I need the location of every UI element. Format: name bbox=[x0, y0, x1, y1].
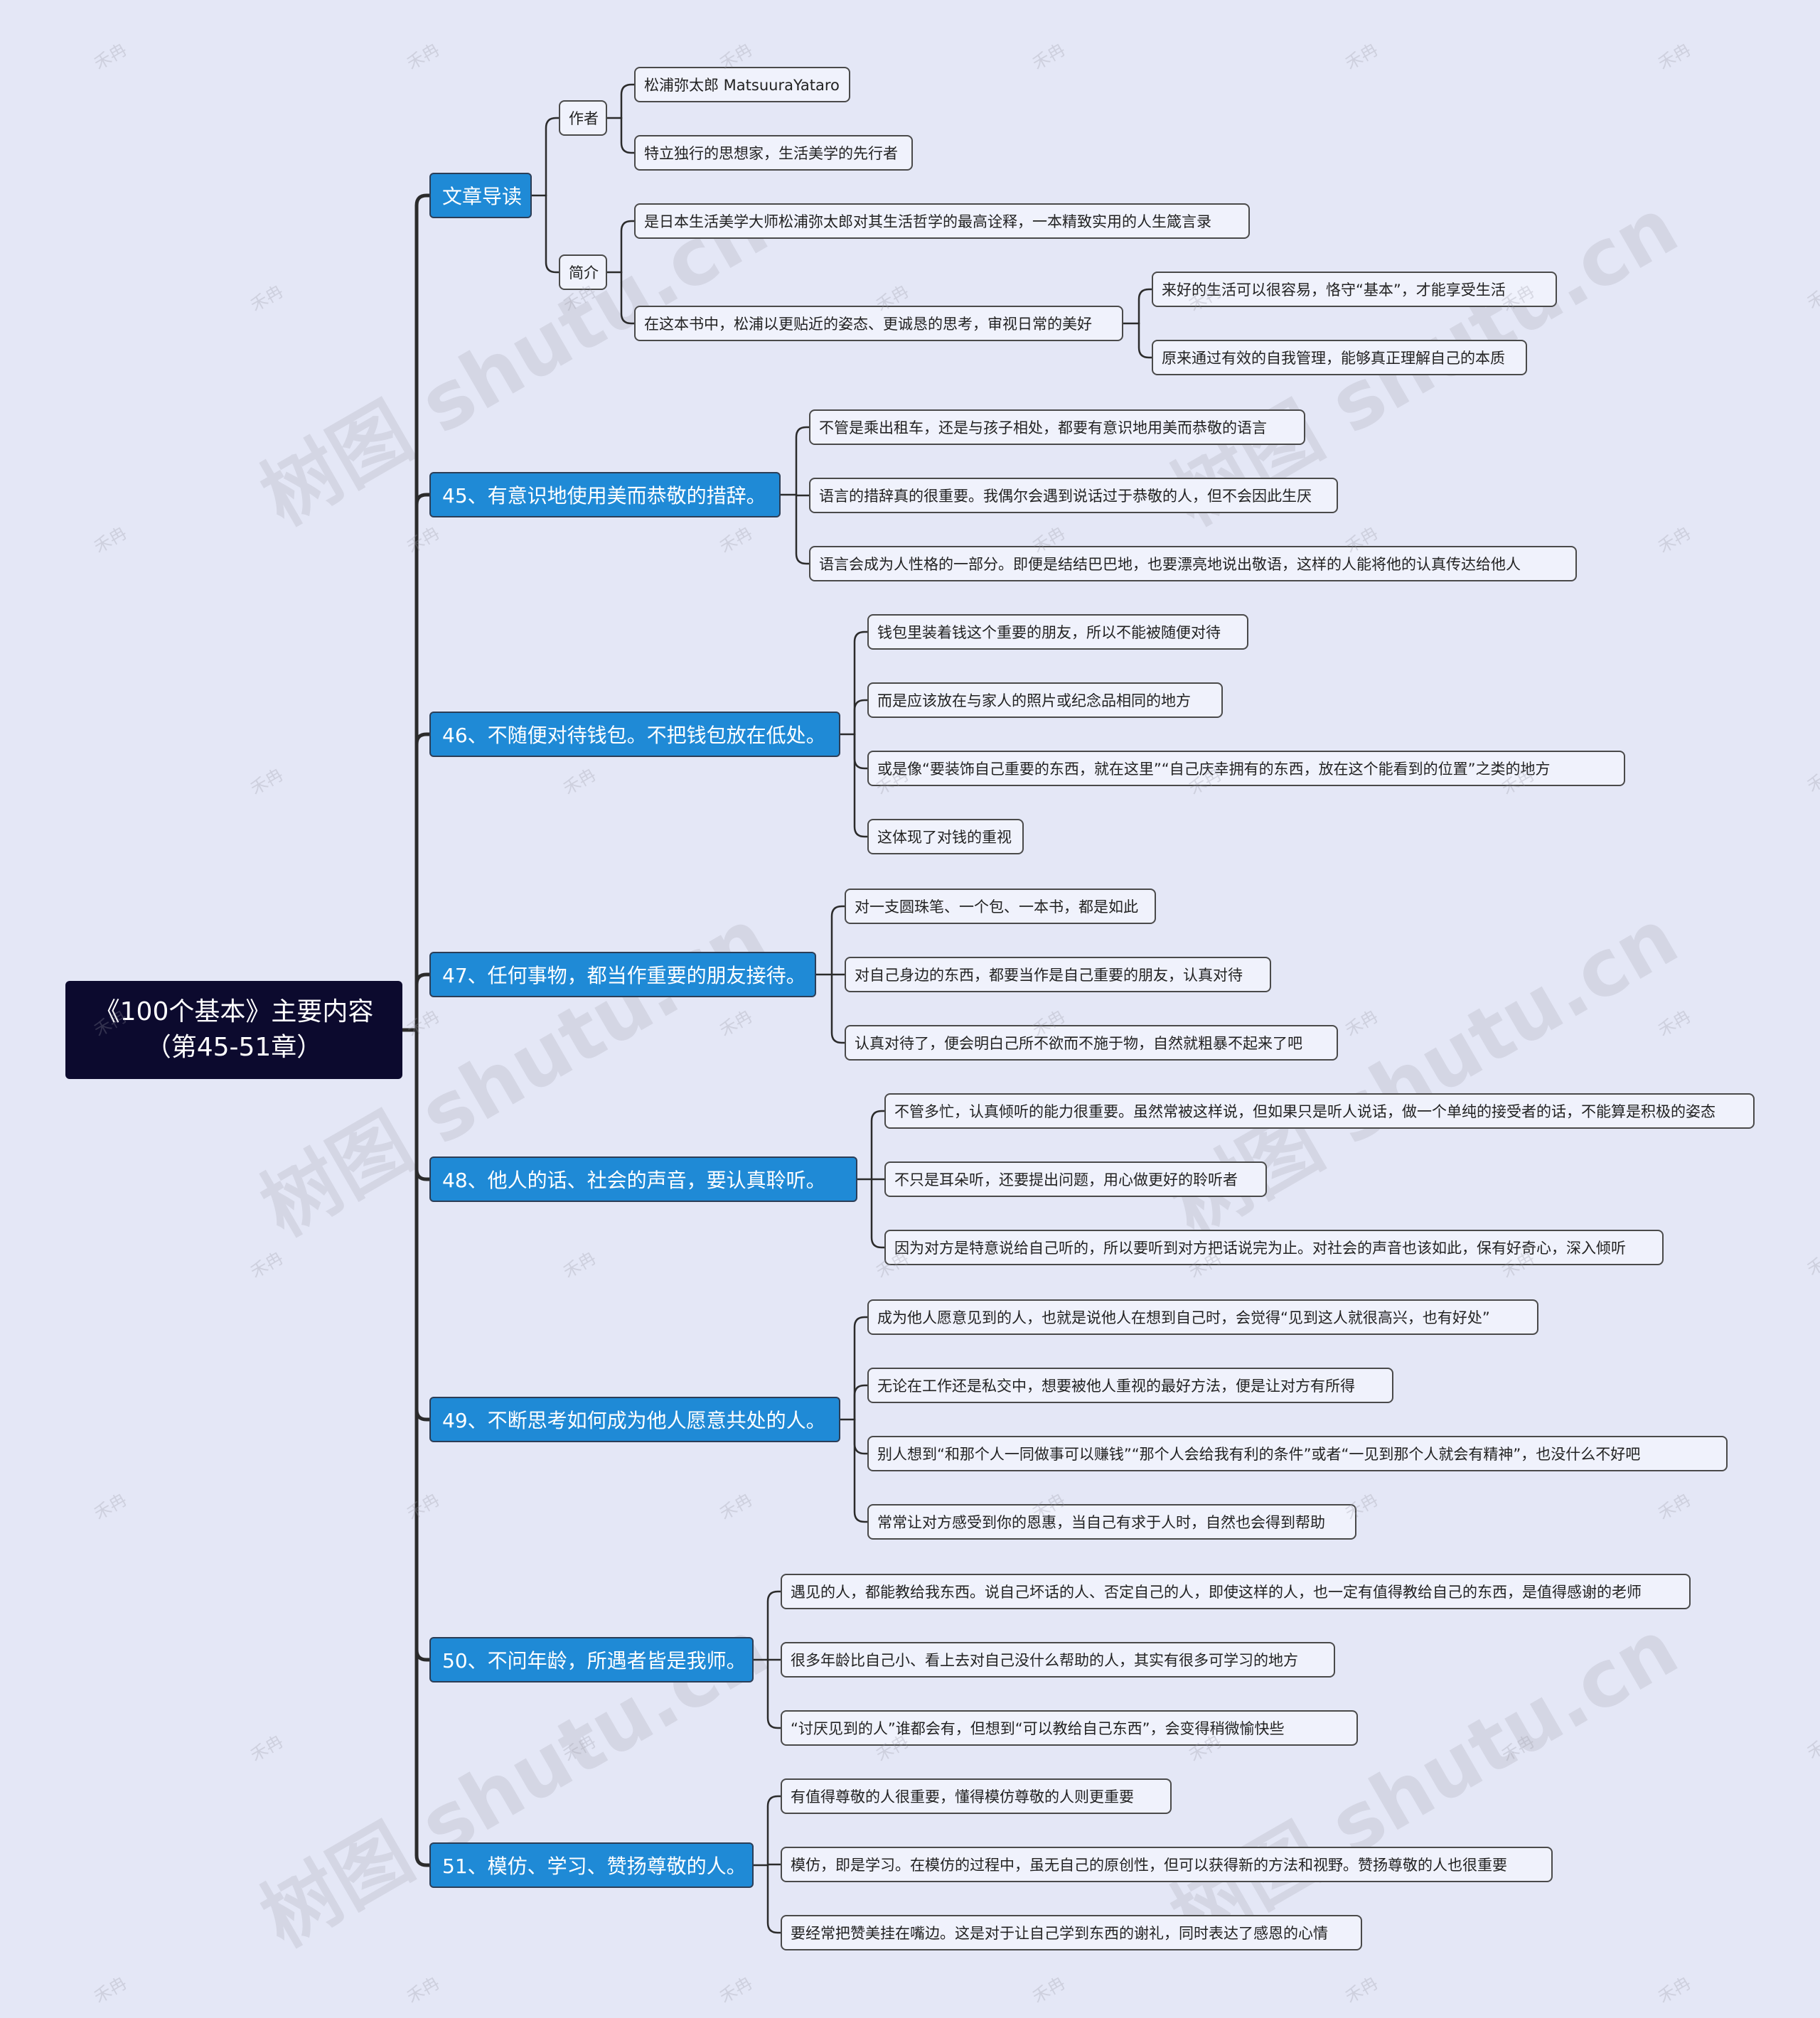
connector-line bbox=[545, 117, 560, 197]
branch-chapter-51[interactable]: 51、模仿、学习、赞扬尊敬的人。 bbox=[429, 1842, 754, 1888]
connector-line bbox=[414, 1028, 432, 1422]
chapter-46-point[interactable]: 这体现了对钱的重视 bbox=[867, 819, 1024, 854]
connector-line bbox=[853, 1384, 869, 1421]
connector-line bbox=[853, 1316, 869, 1421]
connector-line bbox=[853, 699, 869, 736]
summary-item[interactable]: 是日本生活美学大师松浦弥太郎对其生活哲学的最高诠释，一本精致实用的人生箴言录 bbox=[634, 203, 1250, 239]
connector-line bbox=[620, 220, 636, 274]
connector-line bbox=[853, 1418, 869, 1523]
connector-line bbox=[1138, 322, 1153, 359]
connector-line bbox=[545, 194, 560, 274]
chapter-50-point[interactable]: 很多年龄比自己小、看上去对自己没什么帮助的人，其实有很多可学习的地方 bbox=[781, 1642, 1335, 1678]
branch-chapter-48[interactable]: 48、他人的话、社会的声音，要认真聆听。 bbox=[429, 1156, 857, 1202]
chapter-45-point[interactable]: 不管是乘出租车，还是与孩子相处，都要有意识地用美而恭敬的语言 bbox=[809, 409, 1305, 445]
connector-line bbox=[853, 733, 869, 838]
branch-chapter-46[interactable]: 46、不随便对待钱包。不把钱包放在低处。 bbox=[429, 712, 840, 757]
chapter-45-point[interactable]: 语言会成为人性格的一部分。即便是结结巴巴地，也要漂亮地说出敬语，这样的人能将他的… bbox=[809, 546, 1577, 581]
root-title-line2: （第45-51章） bbox=[145, 1033, 323, 1062]
connector-line bbox=[795, 493, 810, 565]
connector-line bbox=[766, 1658, 782, 1729]
chapter-50-point[interactable]: 遇见的人，都能教给我东西。说自己坏话的人、否定自己的人，即使这样的人，也一定有值… bbox=[781, 1574, 1691, 1609]
branch-intro[interactable]: 文章导读 bbox=[429, 173, 532, 218]
connector-line bbox=[414, 732, 432, 1032]
chapter-46-point[interactable]: 钱包里装着钱这个重要的朋友，所以不能被随便对待 bbox=[867, 614, 1248, 650]
connector-line bbox=[853, 1418, 869, 1455]
summary-subitem[interactable]: 来好的生活可以很容易，恪守“基本”，才能享受生活 bbox=[1152, 272, 1557, 307]
connector-line bbox=[620, 117, 636, 154]
chapter-49-point[interactable]: 无论在工作还是私交中，想要被他人重视的最好方法，便是让对方有所得 bbox=[867, 1368, 1393, 1403]
chapter-45-point[interactable]: 语言的措辞真的很重要。我偶尔会遇到说话过于恭敬的人，但不会因此生厌 bbox=[809, 478, 1338, 513]
connector-line bbox=[830, 973, 846, 1044]
connector-line bbox=[853, 733, 869, 770]
branch-chapter-50[interactable]: 50、不问年龄，所遇者皆是我师。 bbox=[429, 1637, 754, 1682]
chapter-46-point[interactable]: 或是像“要装饰自己重要的东西，就在这里”“自己庆幸拥有的东西，放在这个能看到的位… bbox=[867, 751, 1625, 786]
connector-line bbox=[870, 1178, 886, 1249]
connector-line bbox=[414, 1028, 432, 1662]
chapter-47-point[interactable]: 对一支圆珠笔、一个包、一本书，都是如此 bbox=[845, 889, 1156, 924]
chapter-48-point[interactable]: 不管多忙，认真倾听的能力很重要。虽然常被这样说，但如果只是听人说话，做一个单纯的… bbox=[884, 1093, 1755, 1129]
summary-subitem[interactable]: 原来通过有效的自我管理，能够真正理解自己的本质 bbox=[1152, 340, 1527, 375]
connector-line bbox=[620, 271, 636, 325]
connector-line bbox=[766, 1864, 782, 1934]
chapter-51-point[interactable]: 模仿，即是学习。在模仿的过程中，虽无自己的原创性，但可以获得新的方法和视野。赞扬… bbox=[781, 1847, 1553, 1882]
chapter-47-point[interactable]: 认真对待了，便会明白己所不欲而不施于物，自然就粗暴不起来了吧 bbox=[845, 1025, 1338, 1061]
branch-chapter-47[interactable]: 47、任何事物，都当作重要的朋友接待。 bbox=[429, 952, 816, 997]
connector-line bbox=[795, 426, 810, 496]
chapter-46-point[interactable]: 而是应该放在与家人的照片或纪念品相同的地方 bbox=[867, 682, 1223, 718]
connector-line bbox=[830, 905, 846, 976]
connector-line bbox=[870, 1110, 886, 1181]
chapter-48-point[interactable]: 不只是耳朵听，还要提出问题，用心做更好的聆听者 bbox=[884, 1161, 1267, 1197]
connector-line bbox=[620, 83, 636, 119]
connector-line bbox=[766, 1590, 782, 1661]
branch-chapter-49[interactable]: 49、不断思考如何成为他人愿意共处的人。 bbox=[429, 1397, 840, 1442]
intro-summary-label[interactable]: 简介 bbox=[559, 254, 607, 290]
summary-item[interactable]: 在这本书中，松浦以更贴近的姿态、更诚恳的思考，审视日常的美好 bbox=[634, 306, 1123, 341]
author-name[interactable]: 松浦弥太郎 MatsuuraYataro bbox=[634, 67, 850, 102]
chapter-51-point[interactable]: 要经常把赞美挂在嘴边。这是对于让自己学到东西的谢礼，同时表达了感恩的心情 bbox=[781, 1915, 1362, 1950]
connector-line bbox=[414, 972, 432, 1032]
connector-line bbox=[414, 193, 432, 1032]
connector-line bbox=[414, 493, 432, 1032]
chapter-49-point[interactable]: 成为他人愿意见到的人，也就是说他人在想到自己时，会觉得“见到这人就很高兴，也有好… bbox=[867, 1299, 1538, 1335]
connector-line bbox=[766, 1795, 782, 1867]
chapter-49-point[interactable]: 常常让对方感受到你的恩惠，当自己有求于人时，自然也会得到帮助 bbox=[867, 1504, 1356, 1540]
connector-line bbox=[1138, 288, 1153, 325]
chapter-50-point[interactable]: “讨厌见到的人”谁都会有，但想到“可以教给自己东西”，会变得稍微愉快些 bbox=[781, 1710, 1358, 1746]
chapter-48-point[interactable]: 因为对方是特意说给自己听的，所以要听到对方把话说完为止。对社会的声音也该如此，保… bbox=[884, 1230, 1664, 1265]
author-description[interactable]: 特立独行的思想家，生活美学的先行者 bbox=[634, 135, 913, 171]
root-topic[interactable]: 《100个基本》主要内容 （第45-51章） bbox=[65, 981, 402, 1079]
connector-line bbox=[414, 1028, 432, 1181]
connector-line bbox=[853, 630, 869, 736]
root-title-line1: 《100个基本》主要内容 bbox=[94, 997, 374, 1026]
connector-line bbox=[414, 1028, 432, 1867]
chapter-47-point[interactable]: 对自己身边的东西，都要当作是自己重要的朋友，认真对待 bbox=[845, 957, 1271, 992]
intro-author-label[interactable]: 作者 bbox=[559, 100, 607, 136]
branch-chapter-45[interactable]: 45、有意识地使用美而恭敬的措辞。 bbox=[429, 472, 781, 517]
chapter-51-point[interactable]: 有值得尊敬的人很重要，懂得模仿尊敬的人则更重要 bbox=[781, 1778, 1172, 1814]
connector-line bbox=[766, 1863, 782, 1867]
chapter-49-point[interactable]: 别人想到“和那个人一同做事可以赚钱”“那个人会给我有利的条件”或者“一见到那个人… bbox=[867, 1436, 1728, 1471]
